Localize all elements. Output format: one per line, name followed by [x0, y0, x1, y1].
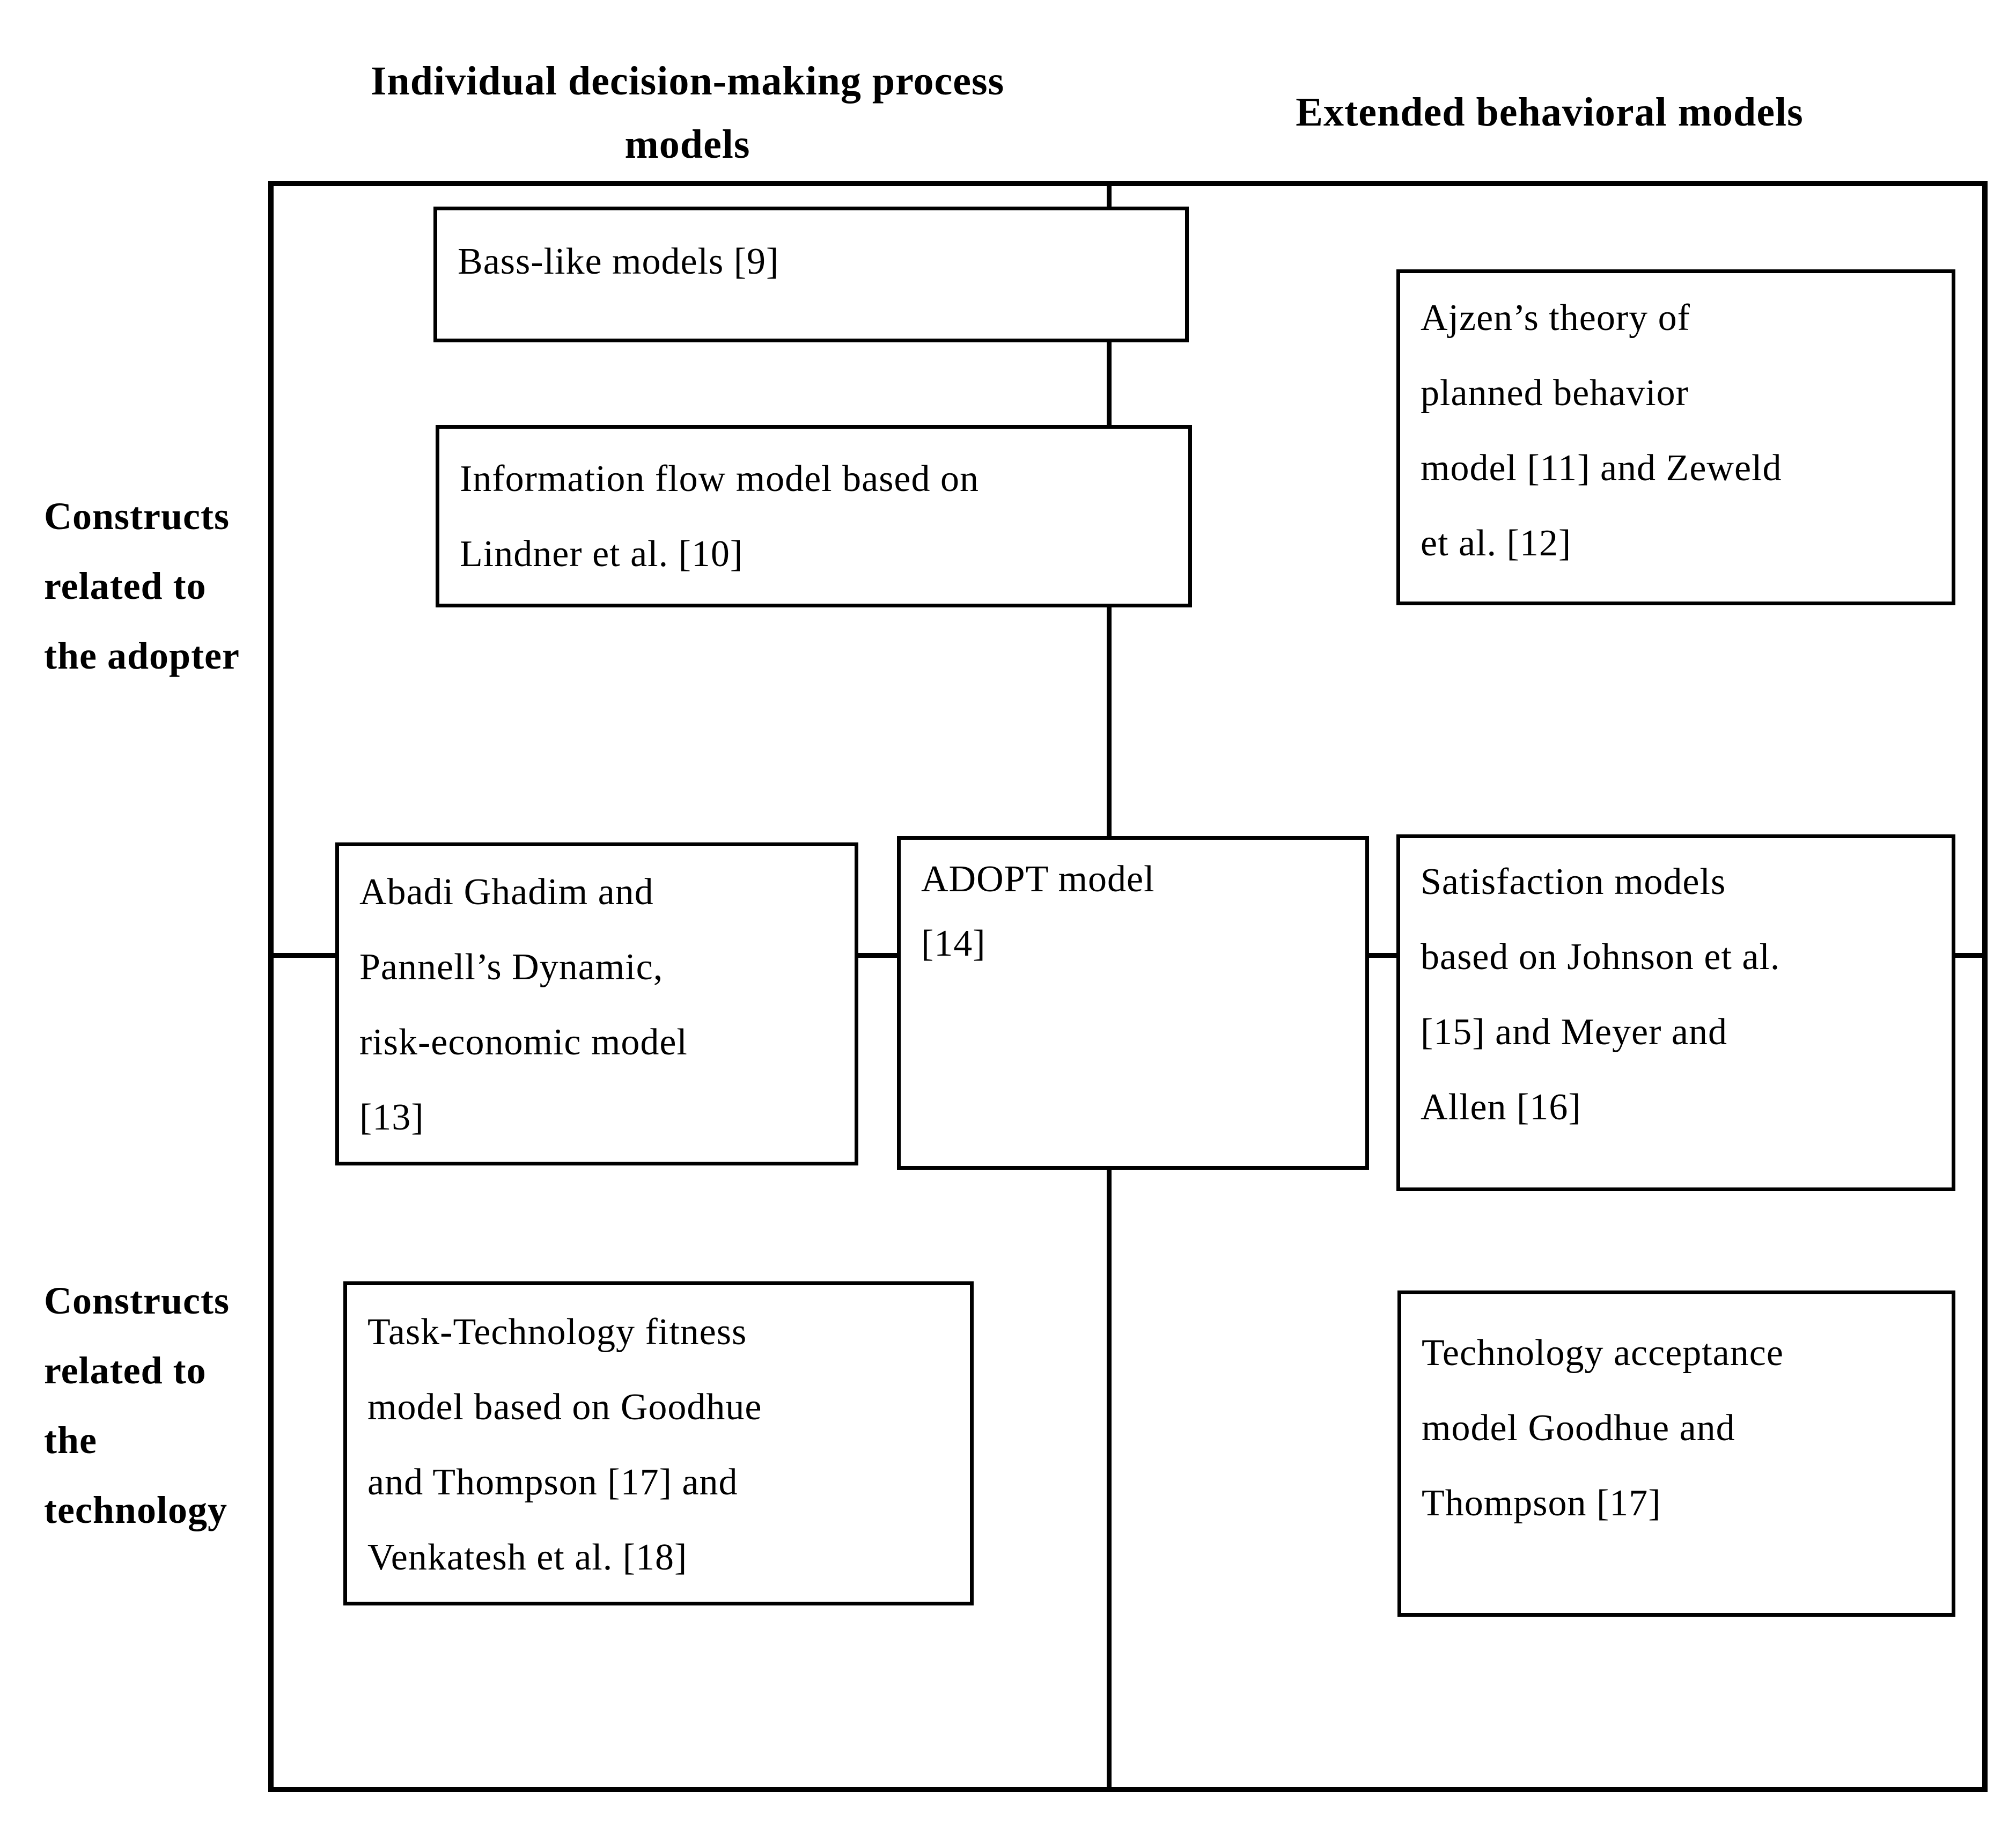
row-label-constructs-adopter: Constructs related to the adopter [44, 495, 240, 677]
model-box-adopt-model: ADOPT model [14] [897, 836, 1369, 1170]
column-header-extended-behavioral: Extended behavioral models [1296, 90, 1804, 135]
model-box-technology-acceptance: Technology acceptance model Goodhue and … [1397, 1290, 1955, 1617]
model-box-ajzen-planned-behavior: Ajzen’s theory of planned behavior model… [1396, 269, 1955, 605]
model-box-information-flow-model: Information flow model based on Lindner … [436, 425, 1192, 607]
model-box-bass-like-models: Bass-like models [9] [433, 207, 1189, 342]
column-header-individual-decision-making: Individual decision-making process model… [370, 58, 1005, 167]
row-label-constructs-technology: Constructs related to the technology [44, 1279, 230, 1531]
model-box-task-technology-fitness: Task-Technology fitness model based on G… [343, 1281, 974, 1605]
model-box-abadi-ghadim-pannell: Abadi Ghadim and Pannell’s Dynamic, risk… [335, 842, 858, 1165]
model-box-satisfaction-models: Satisfaction models based on Johnson et … [1396, 834, 1955, 1191]
